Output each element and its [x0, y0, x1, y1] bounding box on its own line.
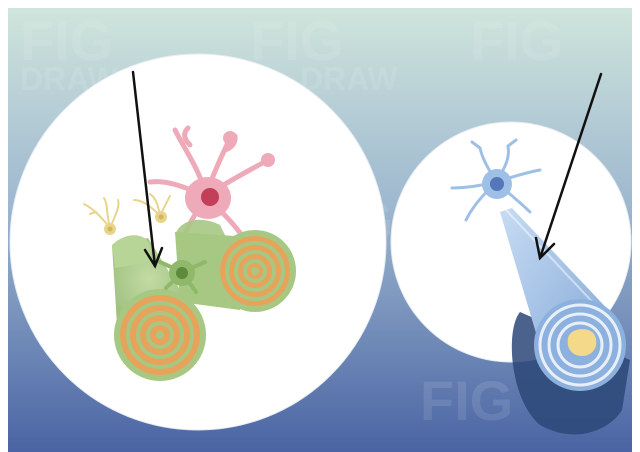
watermark-text: DRAW — [300, 61, 399, 97]
microglia-nucleus — [176, 267, 188, 279]
peripheral-myelin-sheath — [534, 299, 626, 391]
cns-panel — [10, 54, 386, 430]
peripheral-axon-core — [568, 329, 597, 356]
oligodendrocyte-nucleus — [201, 188, 219, 206]
watermark-text: FIG — [420, 369, 513, 432]
watermark-text: FIG — [470, 9, 563, 72]
schwann-cell-nucleus — [490, 177, 504, 191]
